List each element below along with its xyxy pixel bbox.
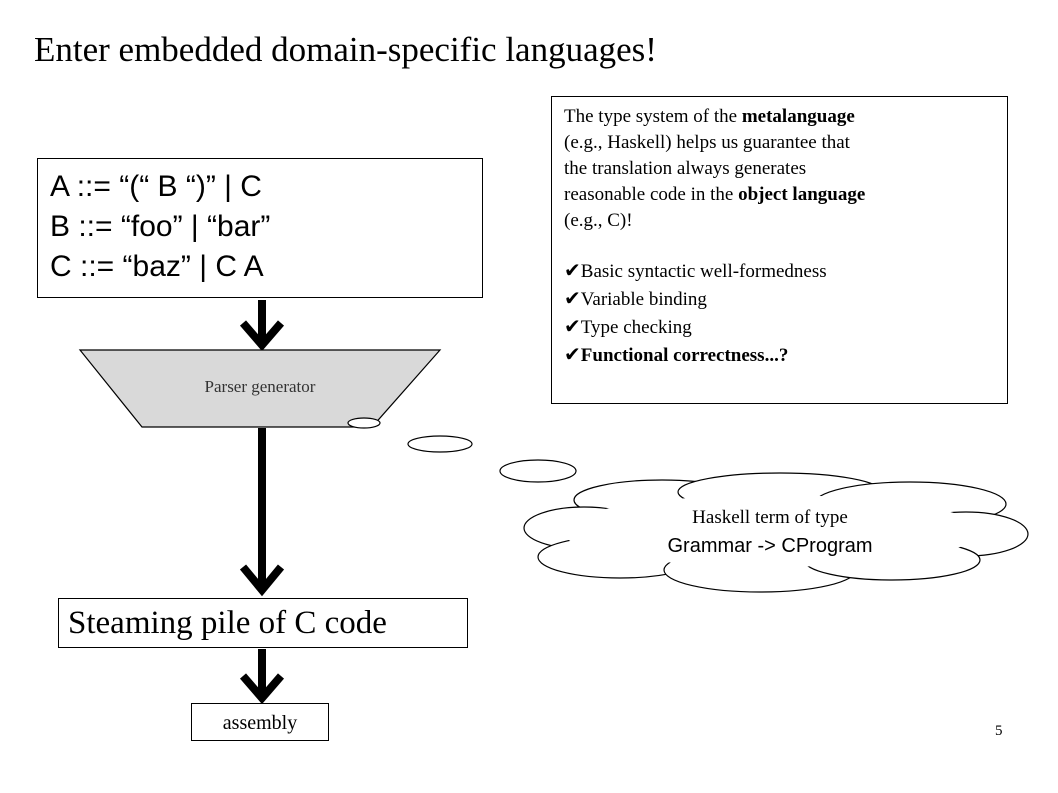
- checkmark-icon: ✔: [564, 342, 581, 366]
- assembly-box: assembly: [191, 703, 329, 741]
- grammar-rule-c: C ::= “baz” | C A: [50, 250, 264, 283]
- arrow-c-to-assembly: [239, 649, 285, 705]
- note-line-5: (e.g., C)!: [564, 210, 633, 231]
- check-item-label: Variable binding: [580, 289, 707, 310]
- thought-bubble-medium: [407, 435, 473, 453]
- cloud-shape: [523, 472, 1029, 593]
- check-item: ✔Type checking: [564, 313, 1007, 341]
- grammar-rule-b: B ::= “foo” | “bar”: [50, 210, 271, 243]
- thought-bubble-small: [347, 417, 381, 429]
- note-text: reasonable code in the: [564, 184, 739, 205]
- arrow-parser-to-c: [239, 428, 285, 597]
- arrow-grammar-to-parser: [239, 300, 285, 352]
- note-line-2: (e.g., Haskell) helps us guarantee that: [564, 132, 850, 153]
- metalanguage-term: metalanguage: [741, 106, 855, 127]
- parser-generator-label: Parser generator: [204, 377, 316, 396]
- cloud-text-line-1: Haskell term of type: [692, 507, 848, 528]
- check-item: ✔Variable binding: [564, 285, 1007, 313]
- note-line-3: the translation always generates: [564, 158, 807, 179]
- checkmark-icon: ✔: [564, 314, 581, 338]
- note-text: The type system of the: [564, 106, 742, 127]
- object-language-term: object language: [738, 184, 866, 205]
- check-item: ✔Basic syntactic well-formedness: [564, 257, 1007, 285]
- grammar-rule-a: A ::= “(“ B “)” | C: [50, 170, 262, 203]
- note-line-1: The type system of the metalanguage: [564, 104, 1007, 130]
- page-number: 5: [995, 723, 1003, 739]
- slide-title: Enter embedded domain-specific languages…: [34, 30, 657, 69]
- check-item: ✔Functional correctness...?: [564, 341, 1007, 369]
- checkmark-icon: ✔: [564, 286, 581, 310]
- cloud-text-line-2: Grammar -> CProgram: [667, 535, 873, 557]
- grammar-box: A ::= “(“ B “)” | C B ::= “foo” | “bar” …: [37, 158, 483, 298]
- c-code-box: Steaming pile of C code: [58, 598, 468, 648]
- check-item-label: Type checking: [580, 317, 692, 338]
- check-item-label-bold: Functional correctness...?: [580, 345, 789, 366]
- note-line-4: reasonable code in the object language: [564, 182, 1007, 208]
- type-system-note: The type system of the metalanguage (e.g…: [551, 96, 1008, 404]
- checkmark-icon: ✔: [564, 258, 581, 282]
- thought-bubble-large: [499, 459, 577, 483]
- check-item-label: Basic syntactic well-formedness: [580, 261, 827, 282]
